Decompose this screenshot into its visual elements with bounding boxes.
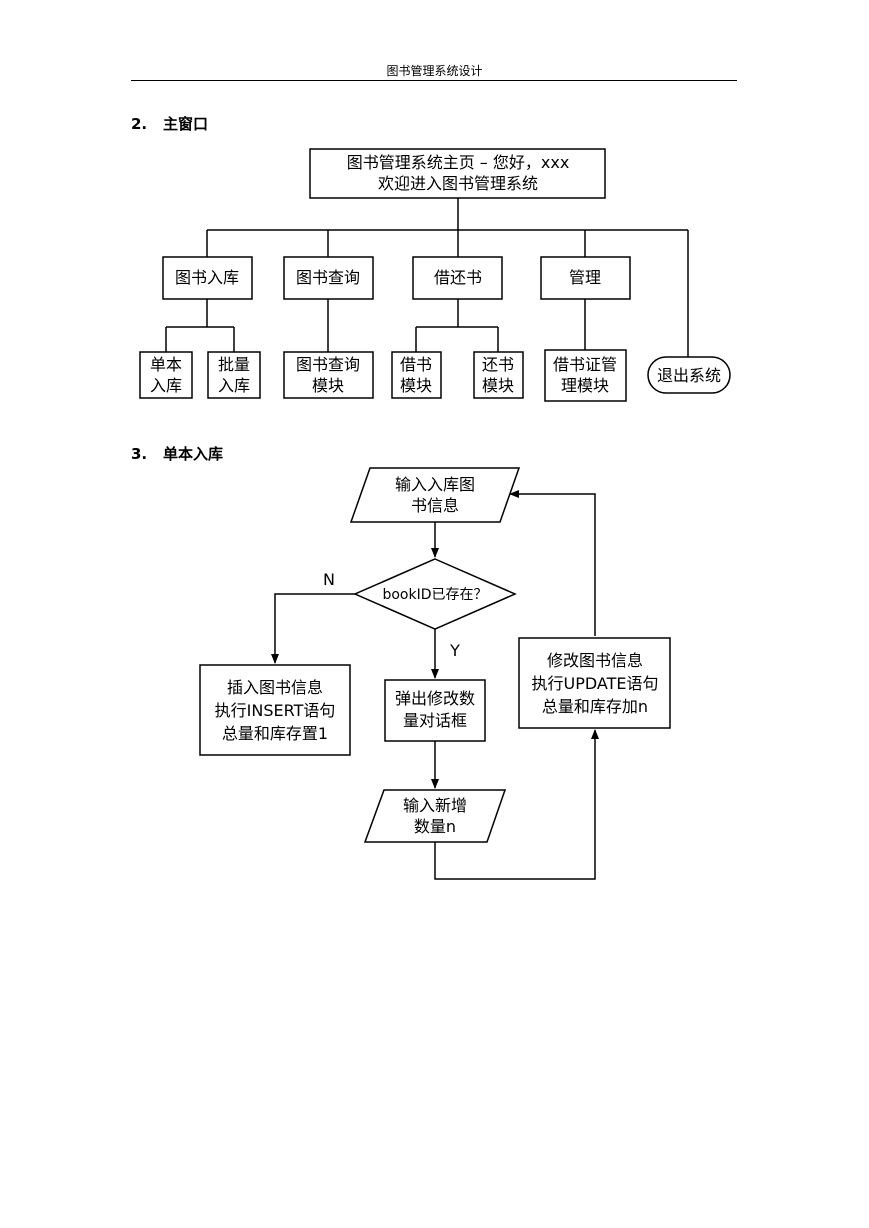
module-stock-label: 图书入库: [175, 268, 239, 287]
leaf-batch-stock-box: [207, 351, 261, 399]
input-quantity-line-1: 输入新增: [403, 796, 467, 815]
section-heading-single-stock: 3. 单本入库: [131, 443, 223, 464]
branch-no-label: N: [323, 570, 335, 589]
root-line-2: 欢迎进入图书管理系统: [378, 174, 538, 193]
popup-process-box: [384, 679, 486, 742]
root-line-1: 图书管理系统主页 – 您好，xxx: [347, 153, 570, 172]
module-borrow-return-box: [412, 256, 503, 300]
leaf-card-line-1: 借书证管: [553, 355, 617, 374]
section-number: 2.: [131, 115, 148, 133]
leaf-borrow-line-1: 借书: [400, 355, 432, 374]
leaf-batch-stock-line-2: 入库: [218, 376, 250, 395]
insert-line-1: 插入图书信息: [227, 678, 323, 697]
input-quantity-line-2: 数量n: [414, 817, 456, 836]
input-book-info-line-1: 输入入库图: [395, 475, 475, 494]
module-query-label: 图书查询: [296, 268, 360, 287]
update-line-1: 修改图书信息: [547, 651, 643, 670]
input-book-info-shape: [349, 467, 521, 523]
flow-connectors: [271, 490, 599, 880]
section-title: 主窗口: [163, 115, 209, 133]
input-book-info-line-2: 书信息: [411, 496, 459, 515]
input-quantity-shape: [363, 789, 507, 843]
section-number: 3.: [131, 445, 148, 463]
popup-line-1: 弹出修改数: [395, 689, 475, 708]
module-stock-box: [162, 256, 253, 300]
update-line-2: 执行UPDATE语句: [532, 674, 659, 693]
leaf-query-box: [283, 351, 374, 399]
leaf-card-box: [544, 349, 627, 402]
insert-line-3: 总量和库存置1: [222, 724, 328, 743]
leaf-single-stock-line-1: 单本: [150, 355, 182, 374]
leaf-card-line-2: 理模块: [561, 376, 609, 395]
leaf-borrow-box: [391, 351, 442, 399]
root-node-box: [309, 148, 606, 199]
branch-yes-label: Y: [449, 641, 460, 660]
leaf-return-line-2: 模块: [482, 376, 514, 395]
insert-process-box: [199, 664, 351, 756]
leaf-return-line-1: 还书: [482, 355, 514, 374]
exit-node-box: [647, 356, 731, 394]
module-borrow-return-label: 借还书: [434, 268, 482, 287]
section-heading-main-window: 2. 主窗口: [131, 113, 208, 134]
module-manage-box: [540, 256, 631, 300]
exit-label: 退出系统: [657, 366, 721, 385]
insert-line-2: 执行INSERT语句: [215, 701, 336, 720]
leaf-single-stock-box: [139, 351, 193, 399]
update-process-box: [518, 637, 671, 729]
decision-shape: [353, 558, 517, 630]
leaf-query-line-2: 模块: [312, 376, 344, 395]
update-line-3: 总量和库存加n: [542, 697, 648, 716]
module-manage-label: 管理: [569, 268, 601, 287]
module-query-box: [283, 256, 374, 300]
leaf-query-line-1: 图书查询: [296, 355, 360, 374]
leaf-single-stock-line-2: 入库: [150, 376, 182, 395]
section-title: 单本入库: [163, 445, 224, 463]
page-header: 图书管理系统设计: [386, 64, 483, 78]
leaf-return-box: [473, 351, 524, 399]
popup-line-2: 量对话框: [403, 711, 467, 730]
header-rule: [131, 80, 737, 81]
decision-label: bookID已存在？: [382, 587, 487, 603]
tree-connectors: [165, 198, 689, 357]
leaf-batch-stock-line-1: 批量: [218, 355, 250, 374]
leaf-borrow-line-2: 模块: [400, 376, 432, 395]
